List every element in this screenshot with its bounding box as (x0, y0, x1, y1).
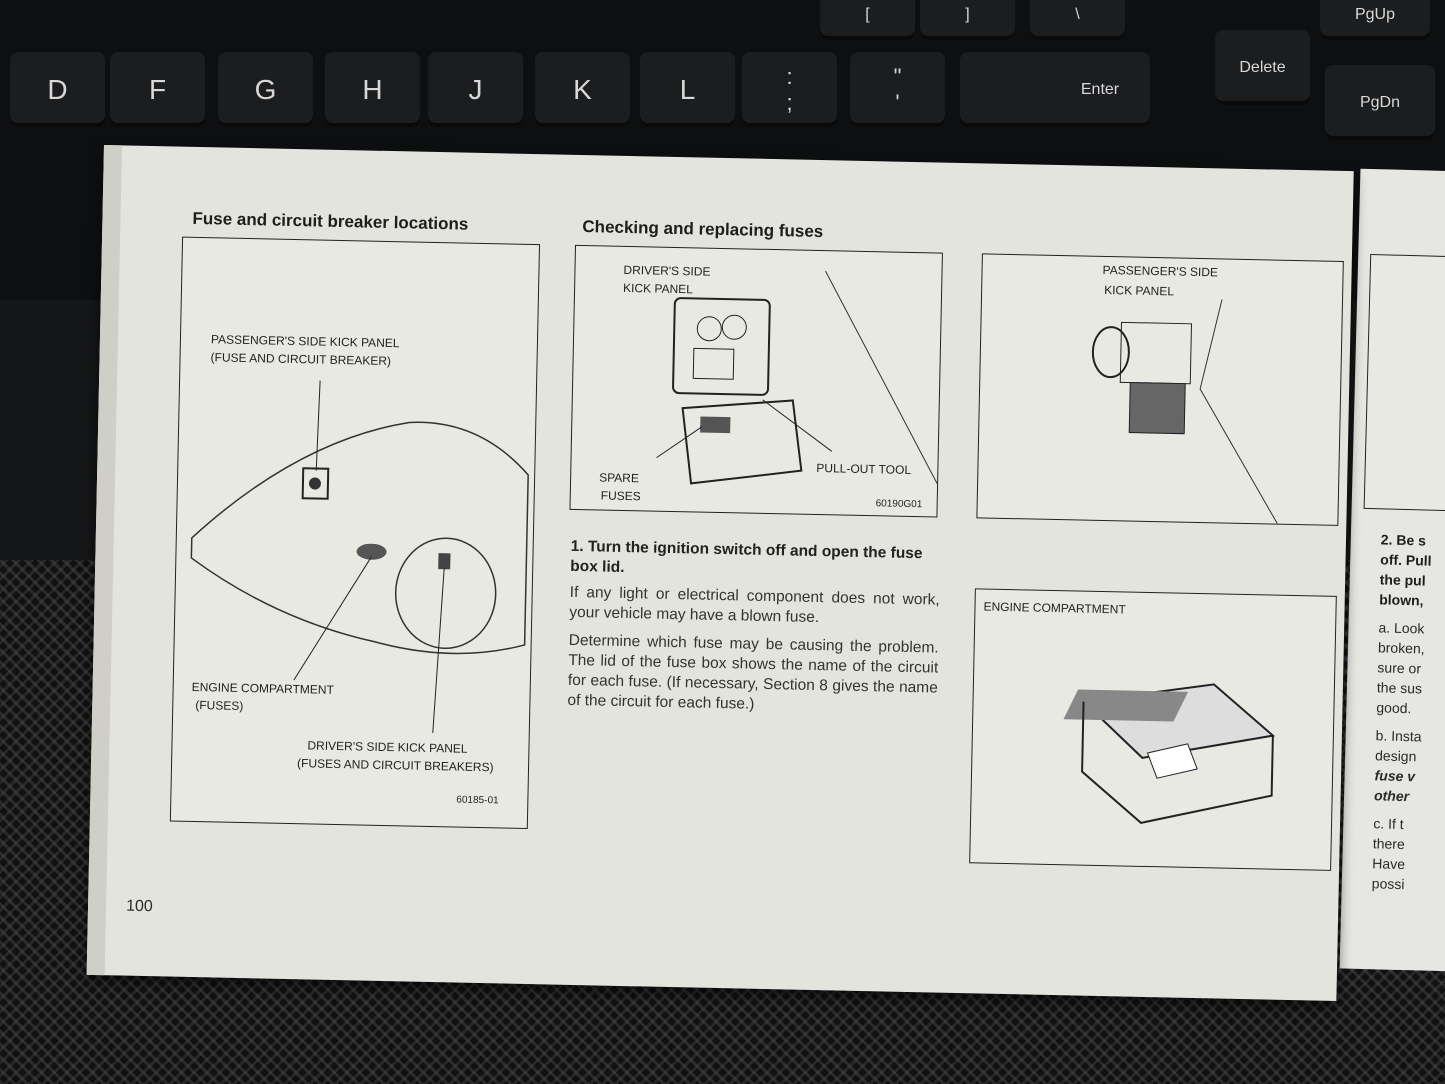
key-pgup: PgUp (1320, 0, 1430, 40)
figure-passenger-kick-panel: PASSENGER'S SIDE KICK PANEL (976, 253, 1344, 526)
engine-fuse-box-illustration (1063, 683, 1276, 824)
key-h: H (325, 52, 420, 127)
label-engine-compartment: ENGINE COMPARTMENT (983, 599, 1126, 617)
label-fuse-circuit-breaker: (FUSE AND CIRCUIT BREAKER) (210, 350, 392, 369)
figure-engine-compartment: ENGINE COMPARTMENT (969, 588, 1337, 871)
next-page-text: 2. Be s off. Pull the pul blown, a. Look… (1371, 531, 1432, 893)
label-pull-out-tool: PULL-OUT TOOL (816, 460, 912, 477)
key-l: L (640, 52, 735, 127)
key-pgdn: PgDn (1325, 65, 1435, 140)
heading-fuse-locations: Fuse and circuit breaker locations (192, 208, 469, 234)
key-bracket-right: ] (920, 0, 1015, 40)
key-f: F (110, 52, 205, 127)
paragraph-determine-fuse: Determine which fuse may be causing the … (567, 631, 939, 713)
heading-checking-fuses: Checking and replacing fuses (582, 217, 824, 242)
label-spare: SPARE (598, 470, 640, 486)
fuse-box-illustration (656, 270, 938, 485)
label-spare-fuses: FUSES (600, 488, 641, 504)
paragraph-blown-fuse: If any light or electrical component doe… (569, 583, 940, 627)
car-illustration (190, 380, 529, 734)
figure-driver-kick-panel: DRIVER'S SIDE KICK PANEL PULL-OUT TOOL S… (569, 244, 943, 518)
label-kick-panel: KICK PANEL (1104, 282, 1175, 299)
key-backslash: \ (1030, 0, 1125, 40)
figure-code: 60190G01 (875, 498, 923, 511)
label-passenger-side: PASSENGER'S SIDE (1102, 262, 1219, 280)
passenger-panel-illustration (1091, 299, 1278, 524)
key-quote: "' (850, 52, 945, 127)
figure-fuse-locations: PASSENGER'S SIDE KICK PANEL (FUSE AND CI… (169, 236, 541, 830)
figure-code: 60185-01 (456, 794, 499, 807)
key-j: J (428, 52, 523, 127)
key-g: G (218, 52, 313, 127)
key-enter: Enter (960, 52, 1150, 127)
next-page-figure (1363, 253, 1445, 512)
key-bracket-left: [ (820, 0, 915, 40)
key-delete: Delete (1215, 30, 1310, 105)
label-fuses: (FUSES) (195, 698, 244, 714)
page-number: 100 (125, 897, 153, 916)
key-k: K (535, 52, 630, 127)
key-d: D (10, 52, 105, 127)
manual-page: Fuse and circuit breaker locations PASSE… (86, 145, 1354, 1001)
key-semicolon: :; (742, 52, 837, 127)
label-driver-side: DRIVER'S SIDE (623, 262, 711, 279)
label-kick-panel: KICK PANEL (622, 280, 694, 297)
step-1-title: 1. Turn the ignition switch off and open… (570, 537, 923, 576)
